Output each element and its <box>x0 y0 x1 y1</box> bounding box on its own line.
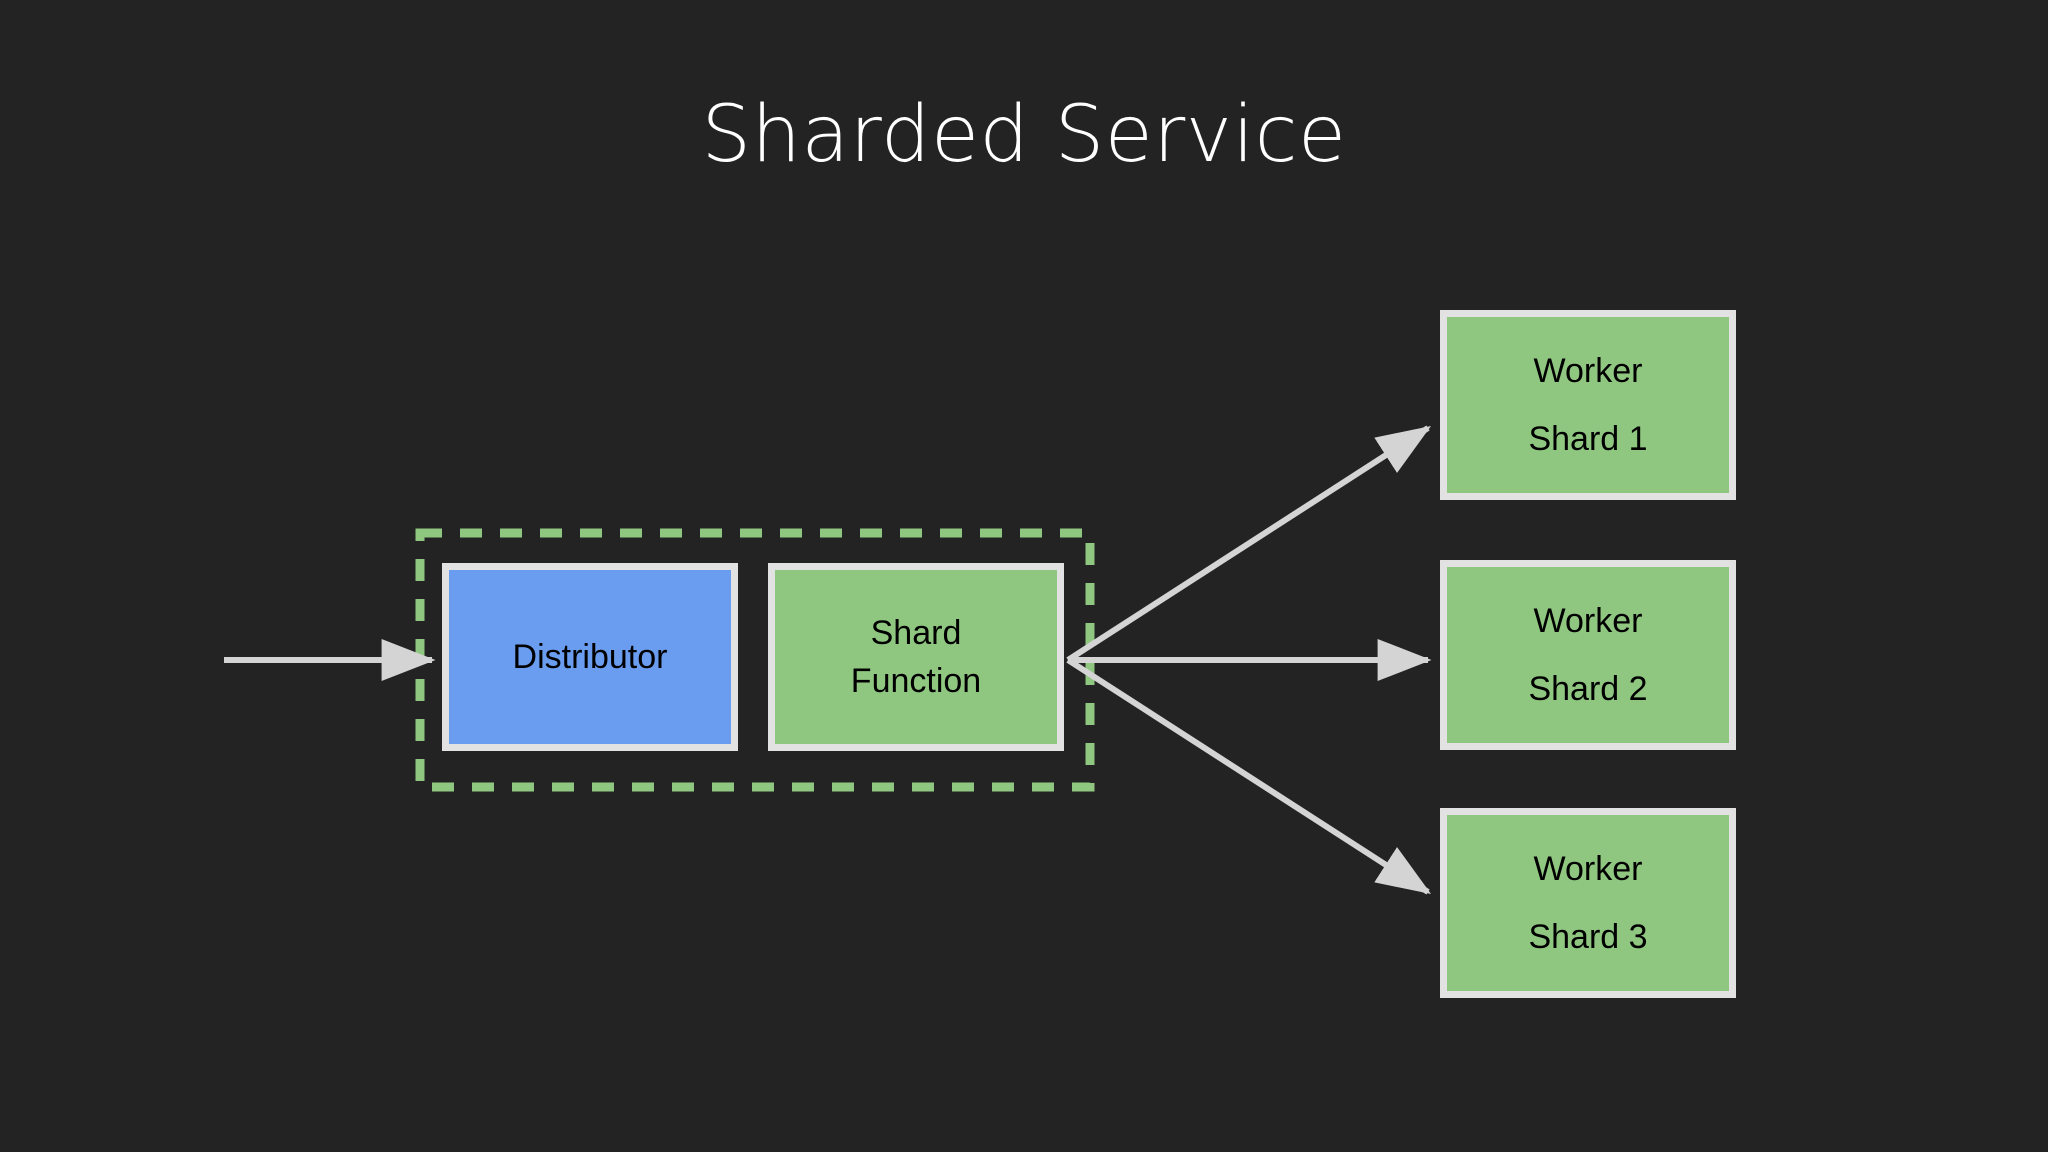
node-worker-shard-2[interactable]: Worker Shard 2 <box>1440 560 1736 750</box>
node-worker-shard-1-label-line-2: Shard 1 <box>1528 420 1648 458</box>
node-distributor[interactable]: Distributor <box>442 563 738 751</box>
edge-shard-function-to-worker-3 <box>1066 657 1432 895</box>
node-distributor-label-line-1: Distributor <box>512 638 668 676</box>
page-title: Sharded Service <box>701 90 1347 180</box>
node-worker-shard-3-label-line-1: Worker <box>1533 850 1643 888</box>
node-shard-function-label-line-2: Function <box>850 662 982 700</box>
node-shard-function-label-line-1: Shard <box>870 614 962 652</box>
node-worker-shard-1[interactable]: Worker Shard 1 <box>1440 310 1736 500</box>
node-worker-shard-2-label-line-2: Shard 2 <box>1528 670 1648 708</box>
node-shard-function[interactable]: Shard Function <box>768 563 1064 751</box>
node-worker-shard-3-label-line-2: Shard 3 <box>1528 918 1648 956</box>
node-worker-shard-2-label-line-1: Worker <box>1533 602 1643 640</box>
edge-shard-function-to-worker-1 <box>1066 425 1432 663</box>
node-worker-shard-3[interactable]: Worker Shard 3 <box>1440 808 1736 998</box>
node-worker-shard-1-label-line-1: Worker <box>1533 352 1643 390</box>
